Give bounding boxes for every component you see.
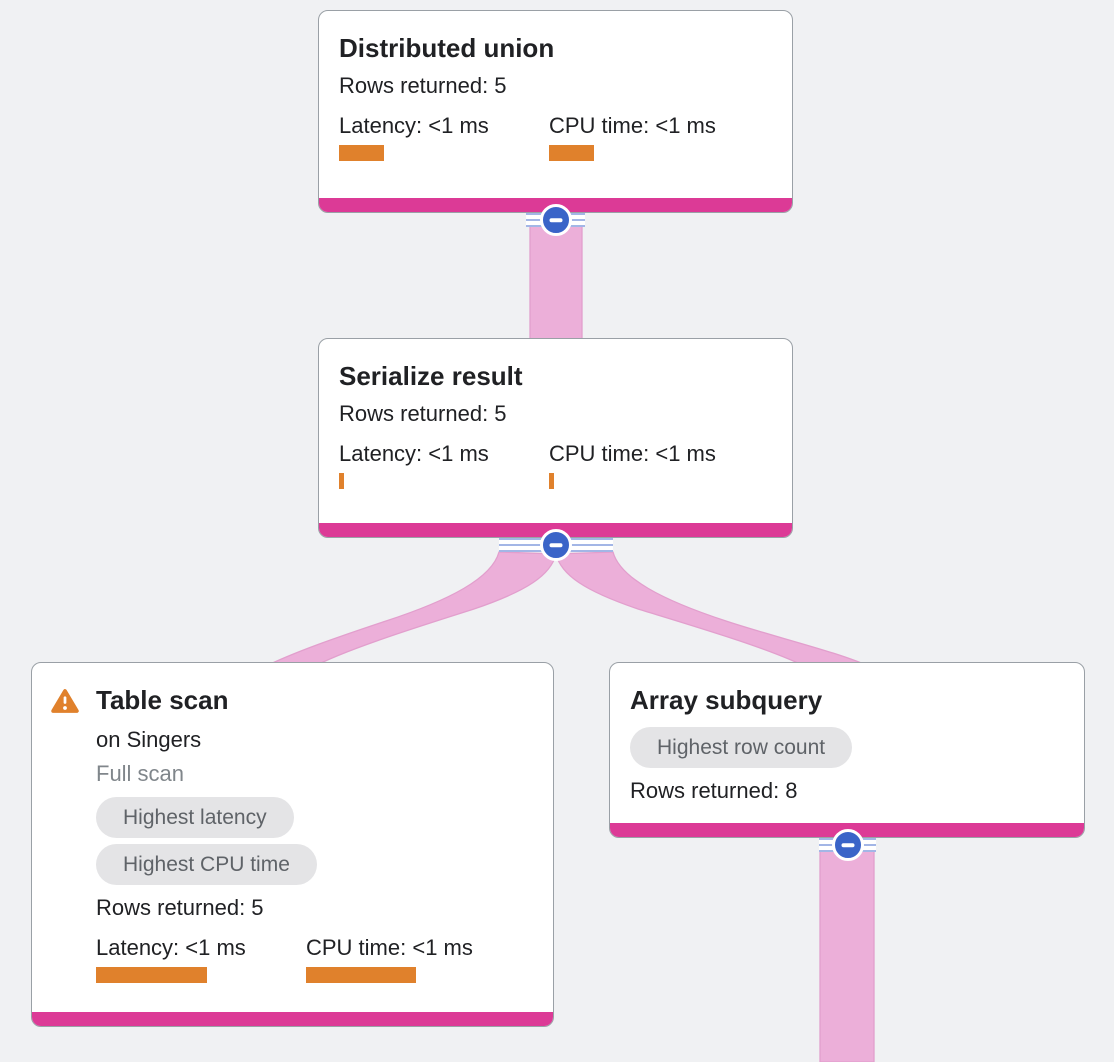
node-distributed-union[interactable]: Distributed union Rows returned: 5 Laten…: [318, 10, 793, 213]
metrics-row: Latency: <1 ms CPU time: <1 ms: [339, 113, 772, 161]
latency-metric: Latency: <1 ms: [339, 113, 549, 161]
latency-metric: Latency: <1 ms: [339, 441, 549, 489]
cpu-time-metric: CPU time: <1 ms: [306, 935, 473, 983]
latency-bar: [339, 473, 344, 489]
cpu-time-bar: [549, 473, 554, 489]
cpu-time-bar: [306, 967, 416, 983]
cpu-time-metric: CPU time: <1 ms: [549, 113, 716, 161]
node-table-scan[interactable]: Table scan on Singers Full scan Highest …: [31, 662, 554, 1027]
rows-returned: Rows returned: 5: [339, 73, 507, 98]
edge-serialize-result-to-table-scan: [261, 551, 557, 669]
node-footer-bar: [32, 1012, 553, 1026]
node-title: Distributed union: [339, 33, 555, 63]
latency-label: Latency: <1 ms: [339, 441, 489, 466]
node-title: Array subquery: [630, 685, 823, 715]
badge-highest-row-count: Highest row count: [630, 727, 853, 768]
edge-serialize-result-to-array-subquery: [555, 551, 874, 669]
metrics-row: Latency: <1 ms CPU time: <1 ms: [339, 441, 772, 489]
cpu-time-label: CPU time: <1 ms: [306, 935, 473, 960]
node-serialize-result[interactable]: Serialize result Rows returned: 5 Latenc…: [318, 338, 793, 538]
metrics-row: Latency: <1 ms CPU time: <1 ms: [96, 935, 473, 983]
minus-circle-icon: [831, 829, 864, 861]
node-array-subquery[interactable]: Array subquery Highest row count Rows re…: [609, 662, 1085, 838]
warning-icon: [50, 687, 80, 720]
full-scan-note: Full scan: [96, 761, 185, 786]
collapse-button-distributed-union[interactable]: [526, 204, 585, 236]
badge-highest-latency: Highest latency: [96, 797, 294, 838]
node-title: Table scan: [96, 685, 229, 715]
rows-returned: Rows returned: 5: [96, 895, 264, 920]
minus-circle-icon: [539, 204, 572, 236]
latency-label: Latency: <1 ms: [96, 935, 246, 960]
badge-highest-cpu-time: Highest CPU time: [96, 844, 317, 885]
latency-bar: [339, 145, 384, 161]
latency-bar: [96, 967, 207, 983]
edge-array-subquery-to-child: [819, 844, 875, 1062]
cpu-time-label: CPU time: <1 ms: [549, 113, 716, 138]
cpu-time-bar: [549, 145, 594, 161]
collapse-button-serialize-result[interactable]: [499, 529, 613, 561]
minus-circle-icon: [540, 529, 572, 561]
rows-returned: Rows returned: 8: [630, 778, 798, 803]
latency-label: Latency: <1 ms: [339, 113, 489, 138]
latency-metric: Latency: <1 ms: [96, 935, 306, 983]
cpu-time-label: CPU time: <1 ms: [549, 441, 716, 466]
rows-returned: Rows returned: 5: [339, 401, 507, 426]
collapse-button-array-subquery[interactable]: [819, 829, 876, 861]
node-title: Serialize result: [339, 361, 523, 391]
cpu-time-metric: CPU time: <1 ms: [549, 441, 716, 489]
node-subtitle: on Singers: [96, 727, 202, 752]
